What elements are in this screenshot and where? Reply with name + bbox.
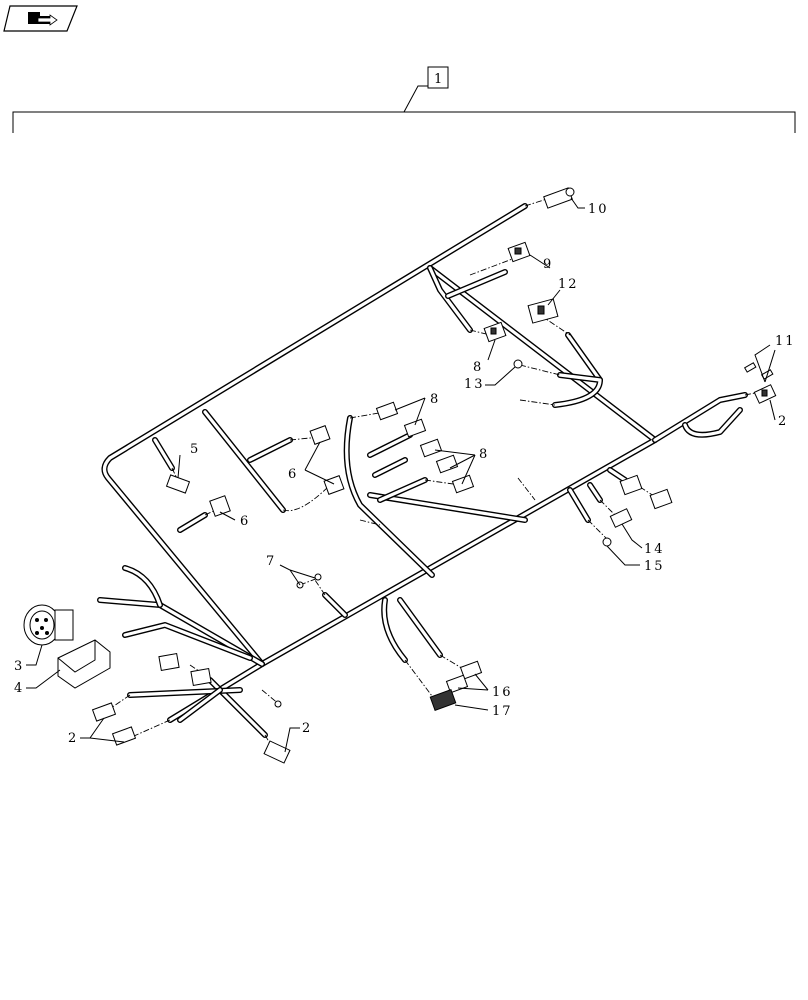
- page-navigation-icon: [28, 12, 58, 26]
- callout-6-mid: 6: [288, 467, 298, 482]
- component-2-bottom: [263, 700, 291, 764]
- page-navigation-button[interactable]: [3, 5, 78, 32]
- callout-2-bottom-left: 2: [68, 731, 78, 746]
- callout-17: 17: [492, 704, 513, 719]
- component-9: [507, 241, 531, 263]
- callout-2-right: 2: [778, 414, 788, 429]
- callout-11: 11: [775, 334, 796, 349]
- component-12: [527, 298, 559, 324]
- callout-15: 15: [644, 559, 665, 574]
- component-misc-boxes: [158, 652, 212, 687]
- callout-12: 12: [558, 277, 579, 292]
- callout-5: 5: [190, 442, 200, 457]
- callout-4: 4: [14, 681, 24, 696]
- component-10: [543, 187, 575, 209]
- assembly-label: 1: [434, 72, 444, 87]
- component-3-round-connector: [23, 604, 74, 646]
- assembly-bracket: 1: [12, 66, 796, 133]
- callout-6-left: 6: [240, 514, 250, 529]
- callout-3: 3: [14, 659, 24, 674]
- callout-14: 14: [644, 542, 665, 557]
- callout-16: 16: [492, 685, 513, 700]
- component-5: [165, 474, 191, 494]
- callout-8-mid: 8: [479, 447, 489, 462]
- callout-2-bottom: 2: [302, 721, 312, 736]
- callout-10: 10: [588, 202, 609, 217]
- component-14-15: [602, 474, 673, 547]
- component-13: [513, 359, 523, 369]
- component-8-top: [483, 321, 507, 343]
- component-6-group: [209, 425, 345, 517]
- harness-frame: [97, 203, 748, 738]
- callout-8-upper-left: 8: [473, 360, 483, 375]
- callout-labels: 10 9 12 11 8 13 8 2 5 8 6 6 14 7 15 3 4 …: [14, 202, 796, 746]
- callout-8-upper: 8: [430, 392, 440, 407]
- callout-9: 9: [543, 257, 553, 272]
- component-8-group: [375, 401, 475, 494]
- component-16-17: [429, 660, 483, 711]
- component-4-plug: [57, 639, 111, 689]
- component-2-right: [753, 384, 777, 404]
- component-2-bottom-left: [91, 702, 137, 746]
- callout-7: 7: [266, 554, 276, 569]
- callout-13: 13: [464, 377, 485, 392]
- leader-lines: [26, 197, 776, 753]
